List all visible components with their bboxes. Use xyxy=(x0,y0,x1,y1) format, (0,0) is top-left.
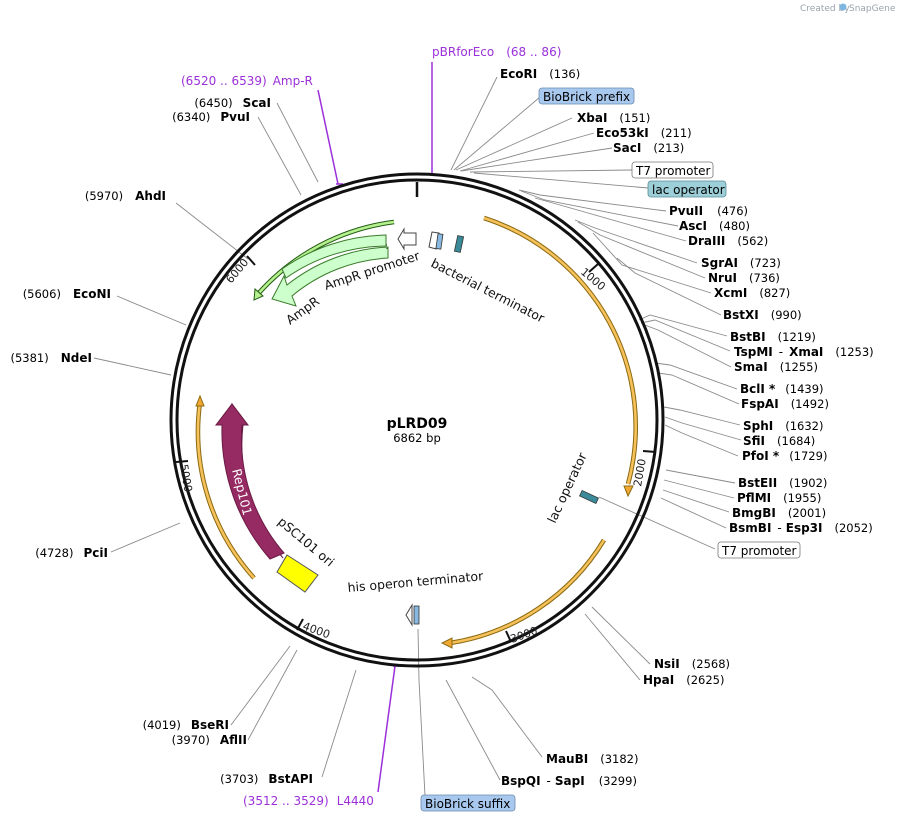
his-terminator-label: his operon terminator xyxy=(347,568,485,595)
site-pflmi[interactable]: PflMI(1955) xyxy=(737,491,821,505)
site-fspai[interactable]: FspAI(1492) xyxy=(741,397,829,411)
site-bsteii[interactable]: BstEII(1902) xyxy=(738,476,827,490)
orf-arrowhead xyxy=(623,485,634,498)
site-ahdi[interactable]: (5970)AhdI xyxy=(85,189,166,203)
psc101-ori-box[interactable] xyxy=(276,554,319,593)
site-bstbi[interactable]: BstBI(1219) xyxy=(730,330,816,344)
lac-operator-tag-box[interactable] xyxy=(647,180,727,198)
site-xbai[interactable]: XbaI(151) xyxy=(577,111,650,125)
snapgene-logo-icon xyxy=(839,3,847,11)
site-pvui[interactable]: (6340)PvuI xyxy=(172,110,250,124)
site-eco53ki[interactable]: Eco53kI(211) xyxy=(596,126,692,140)
site-maubi[interactable]: MauBI(3182) xyxy=(546,752,638,766)
site-hpai[interactable]: HpaI(2625) xyxy=(643,673,724,687)
orf-arrowhead xyxy=(253,287,264,301)
site-smai[interactable]: SmaI(1255) xyxy=(734,360,818,374)
site-econi[interactable]: (5606)EcoNI xyxy=(23,287,111,301)
leader-lines xyxy=(93,76,742,797)
site-bstapi[interactable]: (3703)BstAPI xyxy=(220,772,313,786)
ticks xyxy=(175,255,657,643)
primer-pbrforeco: pBRforEco(68 .. 86) xyxy=(432,45,561,59)
watermark-brand: SnapGene xyxy=(849,4,896,14)
biobrick-suffix-label: BioBrick suffix xyxy=(425,797,510,811)
lac-operator-label: lac operator xyxy=(544,450,590,526)
lac-operator-box[interactable] xyxy=(453,235,465,253)
site-sfii[interactable]: SfiI(1684) xyxy=(743,434,815,448)
site-xcmi[interactable]: XcmI(827) xyxy=(714,286,790,300)
lac-operator-right-box[interactable] xyxy=(579,489,599,505)
site-nsii[interactable]: NsiI(2568) xyxy=(654,657,730,671)
his-terminator-box[interactable] xyxy=(413,605,420,625)
sites-right: EcoRI(136) XbaI(151) Eco53kI(211) SacI(2… xyxy=(500,67,874,788)
biobrick-prefix-label: BioBrick prefix xyxy=(543,90,630,104)
t7-promoter-label: T7 promoter xyxy=(635,164,711,178)
t7-promoter-box[interactable] xyxy=(631,161,714,179)
site-scai[interactable]: (6450)ScaI xyxy=(194,96,271,110)
his-terminator-arrow-icon xyxy=(405,603,413,627)
orf-arrowhead xyxy=(440,637,453,649)
site-arui[interactable]: NruI(736) xyxy=(708,271,780,285)
bacterial-terminator-label: bacterial terminator xyxy=(429,255,548,326)
site-bseri[interactable]: (4019)BseRI xyxy=(143,718,229,732)
site-bmgbi[interactable]: BmgBI(2001) xyxy=(732,506,826,520)
ampr-promoter-segment[interactable] xyxy=(281,234,387,279)
site-ndei[interactable]: (5381)NdeI xyxy=(11,351,93,365)
bacterial-terminator-box[interactable] xyxy=(435,233,444,250)
orf-arcs xyxy=(195,215,639,646)
primer-ampr: (6520 .. 6539)Amp-R xyxy=(181,74,313,88)
watermark-prefix: Created by xyxy=(800,4,850,14)
t7-promoter-right-label: T7 promoter xyxy=(721,544,797,558)
site-pfoi[interactable]: PfoI *(1729) xyxy=(742,449,827,463)
site-bspqi-sapi[interactable]: BspQI-SapI(3299) xyxy=(501,774,637,788)
ampr-arrow[interactable] xyxy=(271,246,389,307)
site-saci[interactable]: SacI(213) xyxy=(613,141,684,155)
ampr-promoter-arrow[interactable] xyxy=(397,227,417,251)
sites-left: (6450)ScaI (6340)PvuI (5970)AhdI (5606)E… xyxy=(11,96,314,786)
site-pcii[interactable]: (4728)PciI xyxy=(35,546,108,560)
tick-label-5000: 5000 xyxy=(177,463,195,493)
site-sgrai[interactable]: SgrAI(723) xyxy=(701,256,781,270)
site-bstxi[interactable]: BstXI(990) xyxy=(723,308,802,322)
plasmid-name: pLRD09 xyxy=(387,416,448,432)
biobrick-suffix-box[interactable] xyxy=(420,794,516,812)
site-draiii[interactable]: DraIII(562) xyxy=(688,234,768,248)
site-tspmi-xmai[interactable]: TspMI-XmaI(1253) xyxy=(734,345,874,359)
orf-arrowhead xyxy=(195,394,205,407)
site-aflii[interactable]: (3970)AflII xyxy=(172,733,247,747)
site-ecori[interactable]: EcoRI(136) xyxy=(500,67,580,81)
tick-label-2000: 2000 xyxy=(631,458,649,488)
lac-operator-tag-label: lac operator xyxy=(652,183,725,197)
t7-promoter-right-box[interactable] xyxy=(717,541,801,559)
backbone-inner xyxy=(175,178,659,662)
site-bcli[interactable]: BclI *(1439) xyxy=(740,382,824,396)
site-asci[interactable]: AscI(480) xyxy=(679,219,750,233)
site-bsmbi-esp3i[interactable]: BsmBI-Esp3I(2052) xyxy=(729,521,873,535)
backbone-outer xyxy=(169,172,665,668)
biobrick-prefix-box[interactable] xyxy=(538,87,635,105)
rep101-body[interactable] xyxy=(214,403,285,560)
site-pvuii[interactable]: PvuII(476) xyxy=(669,204,748,218)
site-sphi[interactable]: SphI(1632) xyxy=(743,419,824,433)
plasmid-size: 6862 bp xyxy=(393,431,441,445)
primer-l4440: (3512 .. 3529)L4440 xyxy=(243,794,374,808)
